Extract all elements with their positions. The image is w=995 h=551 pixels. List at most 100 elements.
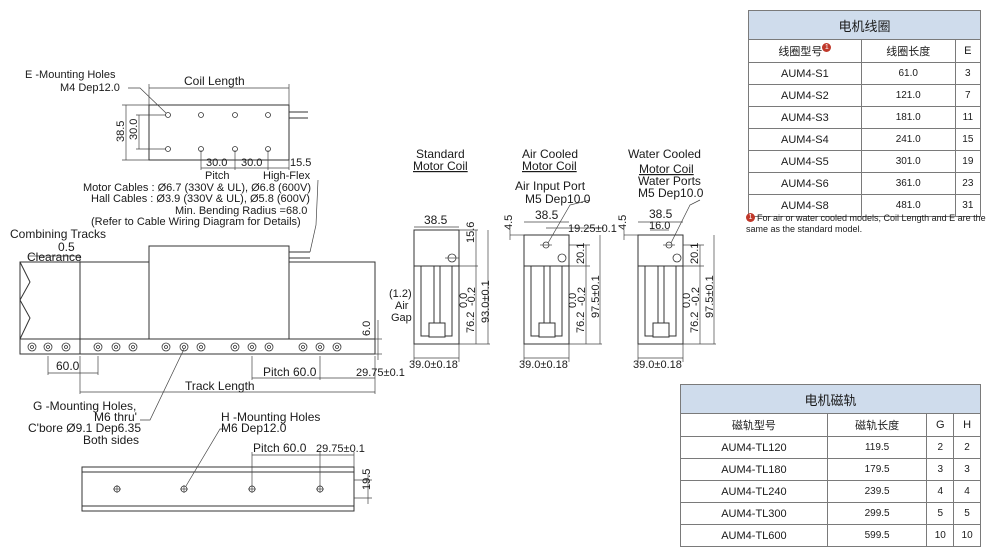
- track-g: 2: [926, 436, 955, 459]
- motor-cables-label: Motor Cables : Ø6.7 (330V & UL), Ø6.8 (6…: [83, 182, 311, 194]
- water-dim-20-1: 20.1: [689, 243, 701, 264]
- pitch-60-track: Pitch 60.0: [253, 441, 307, 455]
- track-h: 3: [953, 458, 981, 481]
- std-dim-15-6: 15.6: [465, 222, 477, 243]
- combining-tracks-label: Combining Tracks: [10, 227, 106, 241]
- water-port-label-1: Water Ports: [638, 174, 701, 188]
- g-mounting-label-1: G -Mounting Holes,: [33, 399, 136, 413]
- track-length-label: Track Length: [185, 379, 255, 393]
- standard-coil-section: [413, 226, 490, 362]
- track-h: 2: [953, 436, 981, 459]
- h-mounting-label-1: H -Mounting Holes: [221, 410, 320, 424]
- water-dim-minus-02: -0.2: [690, 287, 702, 306]
- track-model: AUM4-TL600: [680, 524, 828, 547]
- g-mounting-label-3: C'bore Ø9.1 Dep6.35: [28, 421, 141, 435]
- track-h: 10: [953, 524, 981, 547]
- g-mounting-label-2: M6 thru': [94, 410, 137, 424]
- coil-e: 15: [954, 128, 982, 151]
- track-g: 3: [926, 458, 955, 481]
- water-dim-4-5: 4.5: [617, 215, 629, 230]
- coil-e: 31: [954, 194, 982, 217]
- standard-label-1: Standard: [416, 147, 465, 161]
- standard-label-2: Motor Coil: [413, 159, 468, 173]
- coil-length: 121.0: [860, 84, 956, 107]
- coil-model: AUM4-S4: [748, 128, 862, 151]
- coil-model: AUM4-S8: [748, 194, 862, 217]
- pitch-dim-b: 30.0: [241, 157, 262, 169]
- track-model: AUM4-TL180: [680, 458, 828, 481]
- side-view: [19, 179, 382, 421]
- coil-length: 301.0: [860, 150, 956, 173]
- coil-length-label: Coil Length: [184, 74, 245, 88]
- dim-29-75-track: 29.75±0.1: [316, 443, 365, 455]
- track-model: AUM4-TL300: [680, 502, 828, 525]
- high-flex-label: High-Flex: [263, 170, 311, 182]
- coil-model: AUM4-S1: [748, 62, 862, 85]
- dim-38-5-top: 38.5: [115, 121, 127, 142]
- water-label-2: Motor Coil: [639, 162, 694, 176]
- air-label-1: Air Cooled: [522, 147, 578, 161]
- std-dim-39: 39.0±0.18: [409, 359, 458, 371]
- water-dim-16: 16.0: [649, 220, 670, 232]
- bending-radius-label: Min. Bending Radius =68.0: [175, 205, 307, 217]
- coil-top-view: [122, 84, 308, 170]
- air-dim-0-0: 0.0: [567, 293, 579, 308]
- water-dim-76-2: 76.2: [689, 312, 701, 333]
- coil-header-e: E: [954, 39, 982, 63]
- clearance-label: Clearance: [27, 250, 82, 264]
- std-air-label: Air: [395, 300, 409, 312]
- air-dim-20-1: 20.1: [575, 243, 587, 264]
- coil-e: 19: [954, 150, 982, 173]
- coil-length: 361.0: [860, 172, 956, 195]
- coil-e: 23: [954, 172, 982, 195]
- std-dim-38-5: 38.5: [424, 213, 448, 227]
- g-mounting-label-4: Both sides: [83, 433, 139, 447]
- note-marker-icon: 1: [746, 213, 755, 222]
- coil-model: AUM4-S2: [748, 84, 862, 107]
- magnet-table-title: 电机磁轨: [680, 384, 981, 414]
- dim-60: 60.0: [56, 359, 80, 373]
- track-length: 299.5: [826, 502, 928, 525]
- coil-length: 241.0: [860, 128, 956, 151]
- water-dim-38-5: 38.5: [649, 207, 673, 221]
- coil-model: AUM4-S6: [748, 172, 862, 195]
- std-dim-93: 93.0±0.1: [480, 280, 492, 323]
- coil-length: 481.0: [860, 194, 956, 217]
- track-h: 5: [953, 502, 981, 525]
- dim-6: 6.0: [361, 321, 373, 336]
- track-length: 179.5: [826, 458, 928, 481]
- dim-19-5: 19.5: [361, 469, 373, 490]
- coil-table-title: 电机线圈: [748, 10, 981, 40]
- water-dim-97-5: 97.5±0.1: [704, 275, 716, 318]
- coil-model: AUM4-S5: [748, 150, 862, 173]
- coil-length: 61.0: [860, 62, 956, 85]
- note-marker-icon: 1: [822, 43, 832, 52]
- magnet-header-length: 磁轨长度: [826, 413, 928, 437]
- water-label-1: Water Cooled: [628, 147, 701, 161]
- coil-note-text: For air or water cooled models, Coil Len…: [746, 213, 986, 234]
- track-model: AUM4-TL120: [680, 436, 828, 459]
- std-dim-minus-02: -0.2: [466, 287, 478, 306]
- dim-29-75-side: 29.75±0.1: [356, 367, 405, 379]
- air-dim-38-5: 38.5: [535, 208, 559, 222]
- air-dim-19-25: 19.25±0.1: [568, 223, 617, 235]
- track-top-view: [81, 428, 372, 512]
- std-dim-0-0: 0.0: [458, 293, 470, 308]
- e-mounting-holes-spec: M4 Dep12.0: [60, 82, 120, 94]
- pitch-word: Pitch: [205, 170, 229, 182]
- coil-e: 3: [954, 62, 982, 85]
- track-g: 5: [926, 502, 955, 525]
- air-dim-minus-02: -0.2: [576, 287, 588, 306]
